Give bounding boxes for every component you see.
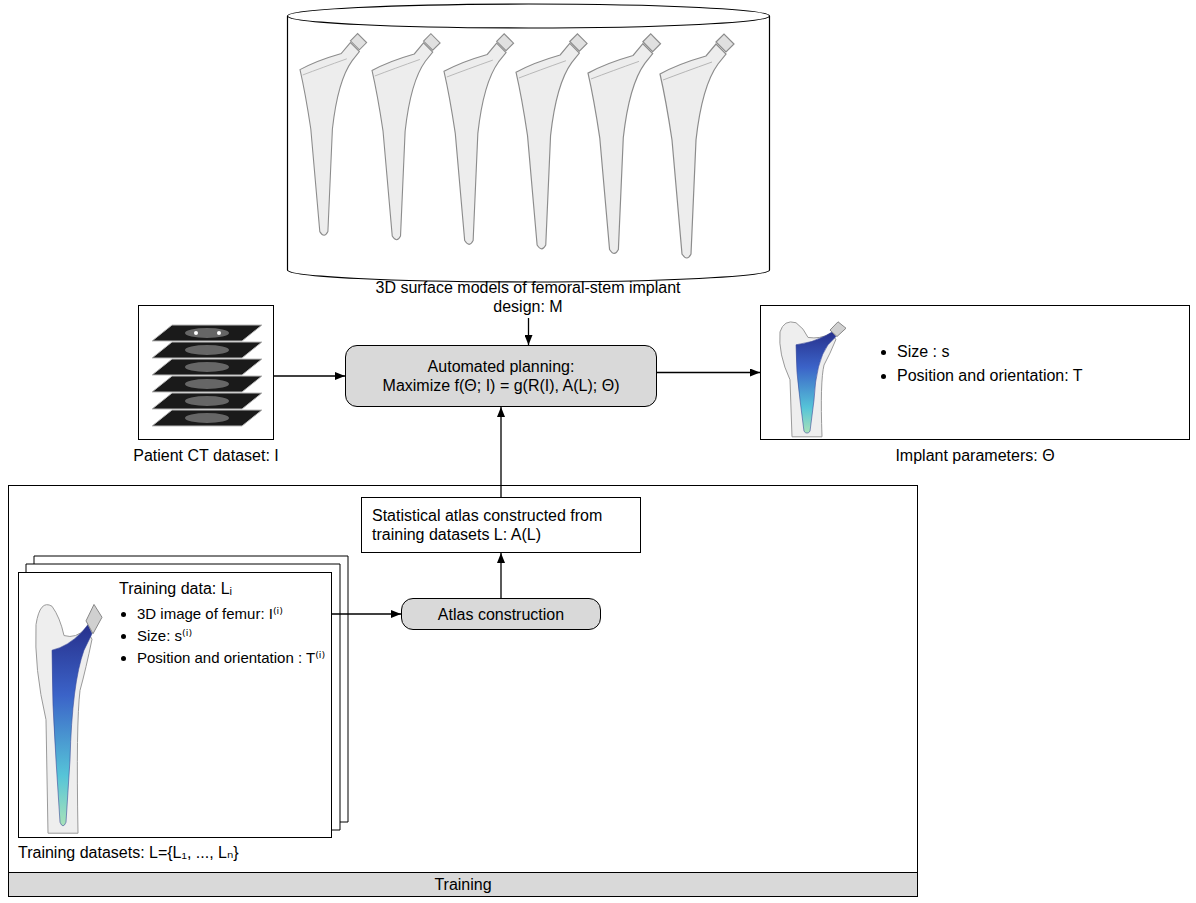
- dataset-caption: Training datasets: L={L₁, ..., Lₙ}: [18, 843, 358, 862]
- cylinder-outline: [285, 2, 772, 284]
- box-frame: 3D image of femur: I⁽ⁱ⁾Size: s⁽ⁱ⁾Positio…: [18, 572, 332, 838]
- stem-model: [516, 34, 587, 249]
- stem-model: [588, 34, 661, 254]
- stacked-data-box: 3D image of femur: I⁽ⁱ⁾Size: s⁽ⁱ⁾Positio…: [18, 556, 348, 856]
- training-panel: Statistical atlas constructed from train…: [8, 485, 918, 897]
- femur-illustration: [780, 322, 846, 437]
- cylinder-body: [288, 16, 770, 282]
- stacked-frames: [26, 556, 348, 830]
- ct-slice: [152, 393, 262, 409]
- data-item: 3D image of femur: I⁽ⁱ⁾: [137, 603, 345, 625]
- parameter-item: Size : s: [897, 340, 1196, 364]
- stem-model: [660, 34, 734, 258]
- stem-model: [372, 34, 440, 240]
- flow-arrow: [500, 553, 501, 598]
- ct-detail: [185, 345, 229, 355]
- process-heading: Automated planning:: [428, 357, 575, 376]
- output-box: Size : sPosition and orientation: T Impla…: [760, 305, 1190, 475]
- ct-detail: [194, 331, 198, 335]
- data-item: Position and orientation : T⁽ⁱ⁾: [137, 647, 345, 669]
- box-frame: Size : sPosition and orientation: T: [760, 305, 1190, 440]
- storage-cylinder: 3D surface models of femoral-stem implan…: [285, 2, 772, 318]
- image-box: Patient CT dataset: I: [138, 305, 276, 475]
- ct-slice: [152, 376, 262, 392]
- ct-slice: [152, 325, 262, 341]
- atlas-label: Statistical atlas constructed from train…: [372, 506, 630, 544]
- ct-slices: [152, 325, 262, 426]
- stack-frame: [34, 556, 348, 822]
- ct-detail: [185, 413, 229, 423]
- bullet-list: Size : sPosition and orientation: T: [879, 340, 1196, 388]
- femur-illustration: [36, 604, 102, 833]
- output-caption: Implant parameters: Θ: [825, 446, 1125, 465]
- ct-detail: [217, 331, 221, 335]
- cylinder-top: [288, 4, 770, 28]
- data-item: Size: s⁽ⁱ⁾: [137, 625, 345, 647]
- data-heading: Training data: Lᵢ: [119, 579, 327, 598]
- stack-frame: [26, 564, 340, 830]
- panel-title: Training: [9, 872, 917, 896]
- flow-arrow: [657, 372, 760, 373]
- process-label: Atlas construction: [438, 605, 564, 624]
- flow-arrow: [274, 375, 345, 376]
- ct-slice: [152, 410, 262, 426]
- flow-arrow: [528, 318, 529, 345]
- ct-detail: [185, 362, 229, 372]
- implant-models: [300, 34, 734, 258]
- ct-detail: [185, 396, 229, 406]
- ct-detail: [185, 379, 229, 389]
- process-formula: Maximize f(Θ; I) = g(R(I), A(L); Θ): [383, 376, 620, 395]
- ct-slice: [152, 359, 262, 375]
- stem-model: [444, 34, 514, 245]
- process-box: Atlas construction: [401, 598, 601, 630]
- data-box: Statistical atlas constructed from train…: [361, 497, 641, 553]
- ct-detail: [185, 328, 229, 338]
- storage-caption: 3D surface models of femoral-stem implan…: [363, 278, 693, 316]
- image-caption: Patient CT dataset: I: [98, 446, 314, 465]
- bullet-list: 3D image of femur: I⁽ⁱ⁾Size: s⁽ⁱ⁾Positio…: [119, 603, 345, 669]
- flow-arrow: [332, 613, 401, 614]
- process-box: Automated planning:Maximize f(Θ; I) = g(…: [345, 345, 657, 407]
- stem-model: [300, 34, 367, 236]
- box-frame: [138, 305, 274, 440]
- flow-arrow: [500, 407, 501, 497]
- ct-slice: [152, 342, 262, 358]
- parameter-item: Position and orientation: T: [897, 364, 1196, 388]
